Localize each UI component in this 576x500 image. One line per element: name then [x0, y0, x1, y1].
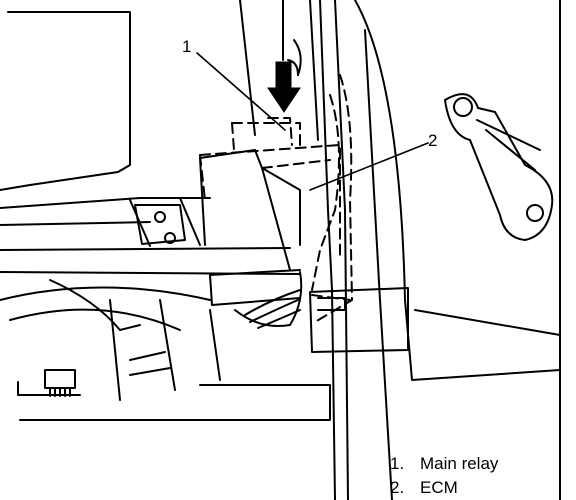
legend: 1. Main relay 2. ECM — [390, 452, 498, 500]
callout-1-leader — [196, 52, 286, 131]
window-crank-handle — [444, 93, 554, 241]
legend-text: Main relay — [420, 454, 499, 473]
ecm-unit — [199, 149, 303, 329]
door-panel — [354, 0, 561, 500]
wiring-connector — [309, 287, 409, 353]
callout-2-label: 2 — [428, 131, 437, 150]
hidden-outline-dashed — [199, 74, 353, 323]
steering-wheel — [0, 279, 211, 331]
legend-number: 1. — [390, 454, 405, 473]
location-arrow — [282, 0, 302, 76]
legend-item-ecm: 2. ECM — [390, 476, 498, 500]
arrow-head — [267, 61, 301, 113]
callout-1-label: 1 — [182, 37, 191, 56]
instrument-panel — [0, 11, 301, 275]
legend-number: 2. — [390, 478, 405, 497]
lower-panel — [17, 299, 331, 421]
door-pillar — [239, 0, 393, 500]
mounting-bracket — [134, 204, 186, 245]
callout-2-leader — [309, 142, 429, 191]
callout-leaders — [196, 52, 429, 191]
legend-item-main-relay: 1. Main relay — [390, 452, 498, 476]
legend-text: ECM — [420, 478, 458, 497]
